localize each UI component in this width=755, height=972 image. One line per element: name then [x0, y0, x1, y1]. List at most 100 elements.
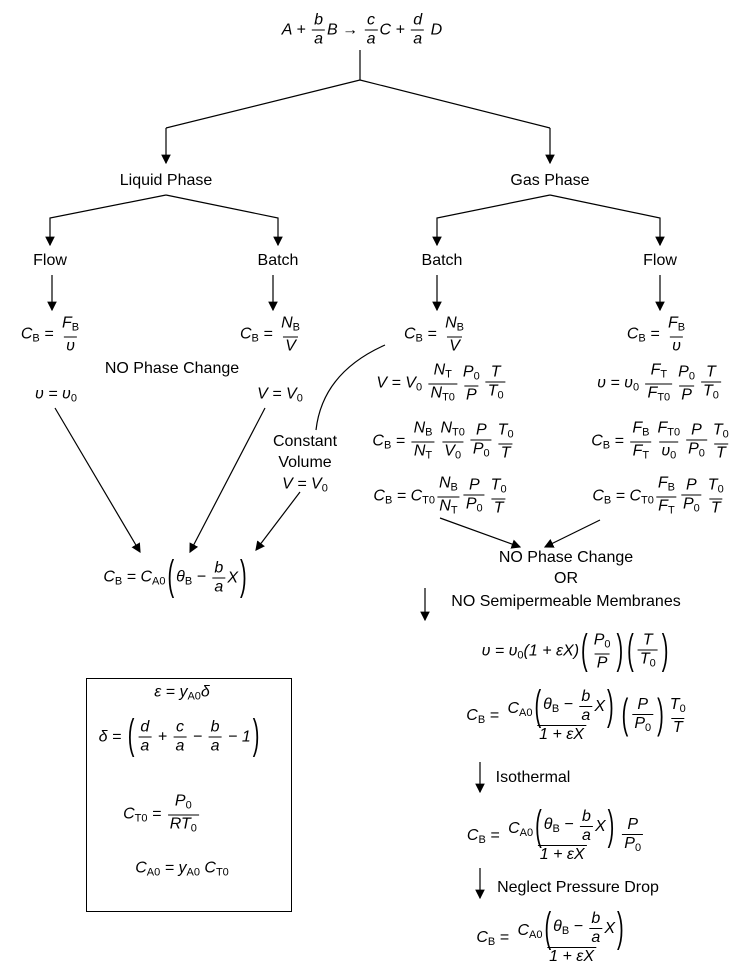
denominator: υ — [64, 336, 77, 356]
math-text: CT0 = — [123, 805, 166, 825]
numerator: NB — [279, 315, 302, 337]
math-text: a — [413, 30, 423, 48]
constant-volume-equation: V = V0 — [282, 476, 328, 495]
math-text: a — [314, 30, 324, 48]
right-paren: ) — [240, 553, 247, 601]
numerator: P — [635, 696, 650, 714]
denominator: a — [579, 706, 593, 725]
denominator: υ — [670, 336, 683, 356]
numerator: d — [411, 12, 424, 30]
numerator: P — [689, 422, 704, 440]
liquid-batch-v-equation: V = V0 — [257, 386, 303, 405]
numerator: b — [589, 910, 602, 928]
math-text: RT0 — [169, 815, 197, 835]
liquid-flow-label: Flow — [33, 252, 67, 269]
numerator: P0 — [461, 364, 482, 386]
math-text: CB = — [466, 706, 504, 726]
numerator: FB — [60, 315, 81, 337]
numerator: T0 — [711, 422, 731, 444]
math-text: FT — [658, 497, 675, 517]
math-text: T — [672, 718, 683, 736]
left-paren: ( — [127, 712, 135, 760]
math-text: P0 — [174, 792, 192, 812]
denominator: P0 — [470, 439, 492, 463]
math-text: θB − — [176, 568, 211, 588]
numerator: d — [138, 719, 151, 737]
math-text: a — [591, 929, 601, 946]
numerator: b — [580, 808, 593, 826]
right-paren: ) — [252, 712, 260, 760]
math-text: υ = υ0 — [597, 374, 640, 394]
numerator: b — [312, 12, 325, 30]
math-text: A + — [281, 21, 311, 38]
math-text: D — [426, 21, 443, 38]
denominator: FT — [656, 496, 677, 520]
denominator: NT — [437, 496, 460, 520]
math-text: X — [594, 817, 606, 835]
math-text: V — [449, 337, 460, 355]
numerator: NT0 — [438, 420, 466, 442]
right-paren: ) — [616, 627, 624, 675]
numerator: T — [641, 632, 655, 650]
math-text: V = V0 — [257, 385, 303, 405]
math-text: T0 — [712, 421, 729, 441]
numerator: NT — [432, 362, 454, 384]
math-text: FT0 — [657, 419, 681, 439]
math-text: B → — [327, 21, 363, 38]
math-text: T0 — [639, 650, 656, 670]
denominator: T — [708, 498, 723, 518]
math-text: P — [691, 421, 702, 439]
math-text: V0 — [444, 442, 462, 462]
liquid-flow-v-equation: υ = υ0 — [35, 386, 77, 405]
math-text: NT — [413, 442, 433, 462]
denominator: V0 — [442, 441, 464, 465]
denominator: V — [283, 336, 298, 356]
math-text: 1 + εX — [539, 846, 585, 863]
math-text: c — [175, 718, 184, 736]
left-paren: ( — [627, 627, 634, 675]
math-text: δ = — [98, 728, 126, 745]
definitions-box — [86, 678, 292, 912]
branch-line — [165, 50, 361, 129]
liquid-batch-label: Batch — [257, 252, 299, 269]
denominator: RT0 — [167, 814, 199, 838]
math-text: a — [581, 707, 591, 724]
numerator: NB — [437, 475, 460, 497]
math-text: υ0 — [661, 442, 677, 462]
denominator: T0 — [637, 649, 658, 673]
math-text: T — [706, 363, 716, 381]
math-text: FB — [668, 314, 686, 334]
math-text: P — [468, 476, 480, 494]
math-text: CB = — [626, 325, 665, 345]
